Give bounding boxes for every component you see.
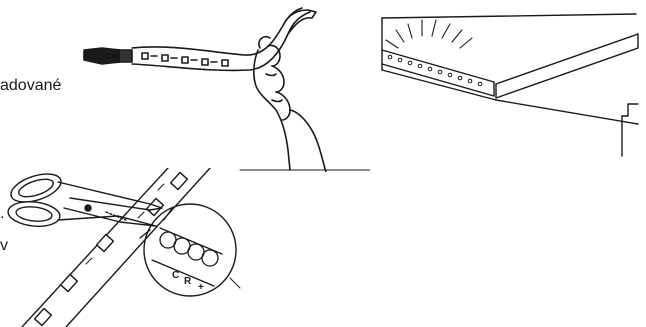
text-fragment-1: adované <box>0 76 61 96</box>
peel-illustration <box>80 0 370 172</box>
hand-peeling-led-strip-icon <box>80 0 370 172</box>
pad-label-plus: + <box>198 282 204 293</box>
pad-label-c: C <box>172 270 179 281</box>
ceiling-illustration <box>376 0 646 160</box>
cut-illustration: C R + <box>0 168 250 327</box>
led-strip-under-ceiling-cove-icon <box>376 0 646 160</box>
scissors-cutting-led-strip-icon: C R + <box>0 168 250 327</box>
pad-label-r: R <box>184 276 192 287</box>
